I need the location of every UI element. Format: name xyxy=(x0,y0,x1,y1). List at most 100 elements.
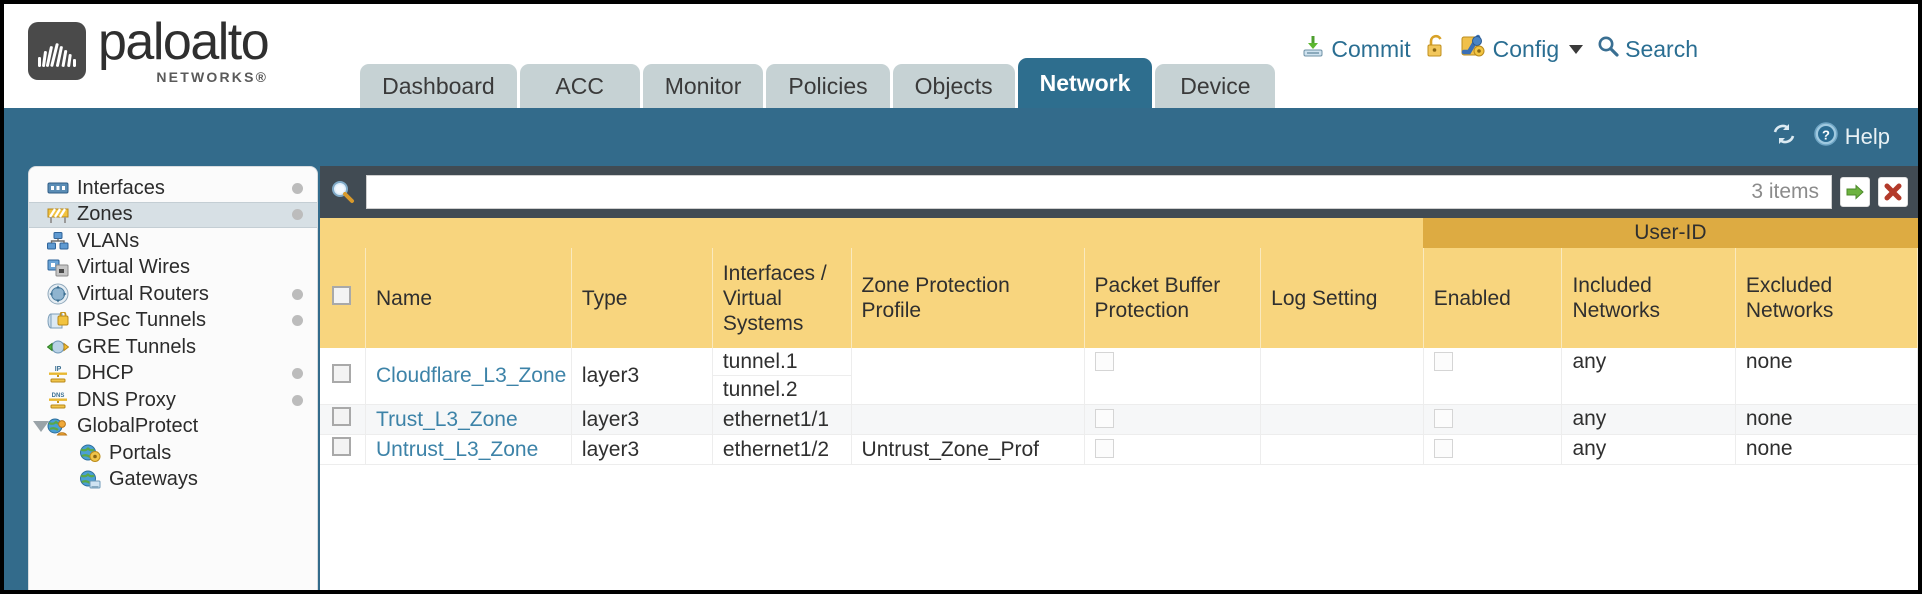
cell-log-setting xyxy=(1260,434,1424,465)
user-id-enabled-checkbox[interactable] xyxy=(1433,439,1453,458)
cell-excluded-networks: none xyxy=(1735,348,1918,405)
sidebar-item-label: DHCP xyxy=(77,362,134,385)
column-header-name[interactable]: Name xyxy=(365,248,572,348)
packet-buffer-protection-checkbox[interactable] xyxy=(1094,352,1114,371)
config-menu[interactable]: Config xyxy=(1461,34,1584,64)
zone-name-link[interactable]: Cloudflare_L3_Zone xyxy=(376,364,567,387)
search-field-wrapper[interactable]: 3 items xyxy=(366,175,1832,209)
zone-name-link[interactable]: Trust_L3_Zone xyxy=(376,407,518,431)
sidebar-item-zones[interactable]: Zones xyxy=(29,201,317,228)
cell-zone-protection-profile: Untrust_Zone_Prof xyxy=(851,434,1085,465)
sidebar-item-label: Interfaces xyxy=(77,176,165,199)
cell-included-networks: any xyxy=(1561,348,1736,405)
tab-monitor[interactable]: Monitor xyxy=(642,64,764,108)
row-checkbox[interactable] xyxy=(332,407,351,426)
chevron-down-icon[interactable] xyxy=(33,421,49,433)
help-button[interactable]: ? Help xyxy=(1813,121,1890,153)
zone-name-link[interactable]: Untrust_L3_Zone xyxy=(376,437,539,461)
packet-buffer-protection-checkbox[interactable] xyxy=(1094,439,1114,458)
sidebar-item-dhcp[interactable]: IP DHCP xyxy=(29,361,317,388)
sidebar-item-virtual-routers[interactable]: Virtual Routers xyxy=(29,281,317,308)
refresh-button[interactable] xyxy=(1771,122,1797,152)
sidebar-item-label: Virtual Routers xyxy=(77,282,209,305)
commit-button[interactable]: Commit xyxy=(1301,34,1411,64)
sidebar-item-label: VLANs xyxy=(77,229,140,252)
cell-excluded-networks: none xyxy=(1735,434,1918,465)
group-header-row: User-ID xyxy=(320,218,1918,248)
cell-name: Trust_L3_Zone xyxy=(365,404,572,435)
search-label: Search xyxy=(1625,35,1698,62)
group-header-spacer xyxy=(320,218,1424,248)
magnifier-icon[interactable] xyxy=(328,179,358,205)
sidebar-item-gateways[interactable]: Gateways xyxy=(29,467,317,494)
search-button[interactable]: Search xyxy=(1597,35,1698,63)
paloalto-logo-icon xyxy=(28,22,86,80)
sidebar-item-label: Zones xyxy=(77,203,133,226)
tab-acc[interactable]: ACC xyxy=(519,64,640,108)
interface-entry: ethernet1/1 xyxy=(722,407,830,431)
gateways-icon xyxy=(79,470,101,490)
row-checkbox[interactable] xyxy=(332,437,351,456)
sidebar-item-ipsec-tunnels[interactable]: IPSec Tunnels xyxy=(29,308,317,335)
row-checkbox[interactable] xyxy=(332,363,351,383)
cell-type: layer3 xyxy=(571,404,713,435)
cell-user-id-enabled xyxy=(1423,404,1563,435)
interfaces-icon xyxy=(47,178,69,198)
sub-header-band: ? Help xyxy=(4,108,1918,166)
cell-user-id-enabled xyxy=(1423,348,1563,405)
sidebar-item-vlans[interactable]: VLANs xyxy=(29,228,317,255)
svg-text:IP: IP xyxy=(55,366,62,373)
tab-policies[interactable]: Policies xyxy=(766,64,890,108)
column-header-excluded-networks[interactable]: Excluded Networks xyxy=(1735,248,1918,348)
column-header-log-setting[interactable]: Log Setting xyxy=(1260,248,1424,348)
search-icon xyxy=(1597,35,1619,63)
packet-buffer-protection-checkbox[interactable] xyxy=(1094,409,1114,428)
tab-network[interactable]: Network xyxy=(1017,58,1153,108)
sidebar-item-globalprotect[interactable]: GlobalProtect xyxy=(29,414,317,441)
globalprotect-icon xyxy=(47,417,69,437)
apply-filter-button[interactable] xyxy=(1840,177,1870,207)
search-input[interactable] xyxy=(379,180,1742,204)
column-header-included-networks[interactable]: Included Networks xyxy=(1561,248,1736,348)
item-count-label: 3 items xyxy=(1751,180,1819,203)
cell-zone-protection-profile xyxy=(851,348,1085,405)
column-header-type[interactable]: Type xyxy=(571,248,713,348)
cell-packet-buffer-protection xyxy=(1084,404,1262,435)
sidebar-item-portals[interactable]: Portals xyxy=(29,440,317,467)
sidebar-item-virtual-wires[interactable]: Virtual Wires xyxy=(29,255,317,282)
column-header-packet-buffer-protection[interactable]: Packet Buffer Protection xyxy=(1084,248,1262,348)
column-header-enabled[interactable]: Enabled xyxy=(1423,248,1563,348)
lock-icon xyxy=(1425,34,1447,64)
cell-included-networks: any xyxy=(1561,434,1736,465)
dhcp-icon: IP xyxy=(47,364,69,384)
tab-device[interactable]: Device xyxy=(1155,64,1276,108)
column-header-interfaces-virtual-systems[interactable]: Interfaces / Virtual Systems xyxy=(712,248,852,348)
select-all-checkbox[interactable] xyxy=(332,285,351,305)
interface-entry: tunnel.1 xyxy=(712,348,851,376)
tab-objects[interactable]: Objects xyxy=(892,64,1015,108)
lock-button[interactable] xyxy=(1425,34,1447,64)
virtual-routers-icon xyxy=(47,283,69,305)
user-id-enabled-checkbox[interactable] xyxy=(1433,352,1453,371)
tab-dashboard[interactable]: Dashboard xyxy=(360,64,517,108)
sidebar-item-gre-tunnels[interactable]: GRE Tunnels xyxy=(29,334,317,361)
config-icon xyxy=(1461,34,1487,64)
column-header-zone-protection-profile[interactable]: Zone Protection Profile xyxy=(851,248,1085,348)
cell-interfaces: ethernet1/1 xyxy=(712,404,852,435)
sidebar-item-interfaces[interactable]: Interfaces xyxy=(29,175,317,202)
user-id-enabled-checkbox[interactable] xyxy=(1433,409,1453,428)
sidebar-item-status-dot xyxy=(292,315,303,327)
cell-name: Cloudflare_L3_Zone xyxy=(365,348,572,405)
clear-filter-button[interactable] xyxy=(1878,177,1908,207)
sidebar-item-label: Virtual Wires xyxy=(77,256,190,279)
ipsec-tunnels-icon xyxy=(47,311,69,331)
cell-type: layer3 xyxy=(571,434,713,465)
